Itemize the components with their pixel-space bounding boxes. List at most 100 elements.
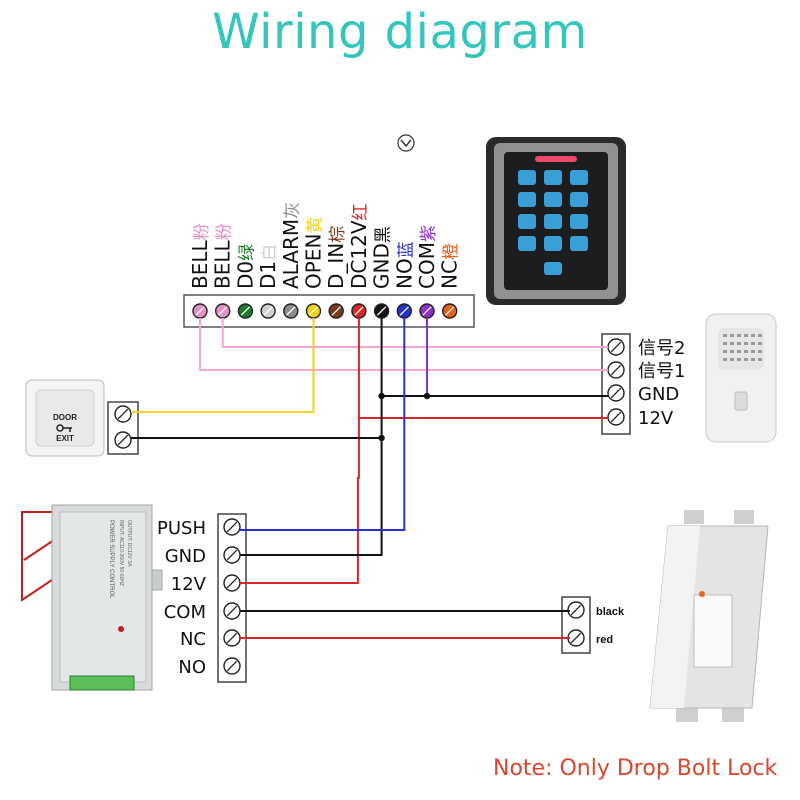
terminal-screw (351, 303, 367, 319)
terminal-screw (260, 303, 276, 319)
terminal-label-cn: 棕 (328, 226, 348, 243)
svg-text:D1白: D1白 (256, 244, 280, 289)
svg-text:DC12V红: DC12V红 (347, 204, 371, 290)
psu-terminal-label: COM (164, 602, 206, 623)
exit-button-device: DOOR EXIT (25, 379, 105, 457)
terminal-screw (396, 303, 412, 319)
psu-terminal-label: GND (165, 546, 206, 567)
wire (131, 318, 315, 413)
speaker-hole (751, 358, 755, 361)
keypad-key (518, 214, 536, 229)
psu-terminal-screw (223, 546, 241, 564)
terminal-label: D1白 (256, 244, 280, 289)
speaker-hole (723, 334, 727, 337)
terminal-label-cn: 灰 (283, 202, 303, 219)
keypad-key (570, 214, 588, 229)
svg-text:D0绿: D0绿 (233, 244, 257, 289)
svg-text:OPEN黄: OPEN黄 (302, 217, 326, 289)
wire (221, 318, 608, 348)
terminal-screw (237, 303, 254, 319)
terminal-label-en: COM (415, 242, 439, 289)
speaker-hole (737, 334, 741, 337)
psu-terminal-screw (223, 657, 241, 675)
wire-junction (423, 392, 431, 400)
terminal-label-cn: 黄 (306, 217, 326, 234)
terminal-screw (328, 303, 344, 319)
speaker-hole (758, 350, 762, 353)
svg-text:D_IN棕: D_IN棕 (324, 226, 348, 289)
wire (199, 318, 608, 371)
doorbell-device (705, 313, 777, 443)
note-text: Note: Only Drop Bolt Lock (493, 756, 778, 781)
bell-terminal-screw (607, 338, 625, 356)
key-icon (56, 424, 72, 432)
terminal-screw (214, 303, 231, 319)
drop-bolt-lock-device (649, 510, 769, 722)
terminal-label-en: ALARM (279, 219, 303, 289)
keypad-key (570, 170, 588, 185)
psu-terminal-block (217, 513, 247, 683)
terminal-label: OPEN黄 (302, 217, 326, 289)
exit-terminal-block (107, 401, 139, 455)
psu-terminal-label: 12V (171, 574, 207, 595)
psu-case-text-1: POWER SUPPLY CONTROL (108, 520, 114, 599)
terminal-label-cn: 橙 (442, 243, 462, 260)
terminal-label-en: BELL (188, 240, 212, 290)
terminal-screw (419, 303, 435, 319)
terminal-label-en: D0 (233, 261, 257, 289)
psu-terminal-label: NO (178, 657, 206, 678)
wire-junction (378, 434, 385, 442)
psu-case-text-2: INPUT: AC110-260V 50-60HZ (118, 520, 124, 586)
bell-terminal-screw (607, 361, 625, 379)
psu-terminal-screw (223, 629, 241, 647)
speaker-hole (730, 350, 734, 353)
speaker-hole (744, 334, 748, 337)
terminal-label: GND黑 (370, 226, 394, 289)
terminal-label-en: NC (438, 260, 462, 289)
keypad-key (570, 236, 588, 251)
keypad-key (518, 170, 536, 185)
svg-text:ALARM灰: ALARM灰 (279, 202, 303, 289)
svg-text:NO蓝: NO蓝 (392, 241, 416, 289)
svg-text:GND黑: GND黑 (370, 226, 394, 289)
terminal-label-en: NO (392, 258, 416, 289)
terminal-label-cn: 粉 (192, 223, 212, 240)
terminal-label-en: OPEN (302, 234, 326, 289)
power-supply-device: POWER SUPPLY CONTROL INPUT: AC110-260V 5… (21, 504, 163, 691)
terminal-label: BELL粉 (211, 223, 235, 289)
terminal-label: BELL粉 (188, 223, 212, 289)
wire (357, 318, 608, 419)
terminal-label: DC12V红 (347, 204, 371, 290)
keypad-key (544, 262, 562, 275)
terminal-label: ALARM灰 (279, 202, 303, 289)
psu-case-text-3: OUTPUT: DC12V 3A (126, 520, 132, 567)
exit-button-text-exit: EXIT (56, 434, 74, 443)
speaker-hole (723, 342, 727, 345)
terminal-label-en: GND (370, 243, 394, 289)
lock-terminal-block (561, 596, 591, 654)
terminal-label: D_IN棕 (324, 226, 348, 289)
psu-terminal-screw (223, 518, 241, 536)
speaker-hole (737, 342, 741, 345)
psu-terminal-labels: PUSH GND 12V COM NC NO (157, 518, 207, 678)
exit-terminal-screw (114, 405, 132, 423)
psu-terminal-screw (223, 574, 241, 592)
terminal-label-cn: 绿 (237, 244, 257, 261)
speaker-hole (751, 334, 755, 337)
lock-wire-label: black (596, 606, 625, 618)
controller-terminal-block (183, 294, 475, 328)
speaker-hole (737, 358, 741, 361)
keypad-key (544, 214, 562, 229)
speaker-hole (758, 342, 762, 345)
psu-terminal-label: NC (180, 629, 206, 650)
diagram-title: Wiring diagram (212, 4, 588, 60)
psu-terminal-label: PUSH (157, 518, 206, 539)
bell-terminal-label: GND (638, 384, 679, 405)
bell-terminal-label: 12V (638, 408, 674, 429)
terminal-screw (283, 303, 299, 319)
terminal-label-cn: 黑 (374, 226, 394, 243)
controller-terminal-labels: BELL粉BELL粉D0绿D1白ALARM灰OPEN黄D_IN棕DC12V红GN… (188, 202, 462, 289)
